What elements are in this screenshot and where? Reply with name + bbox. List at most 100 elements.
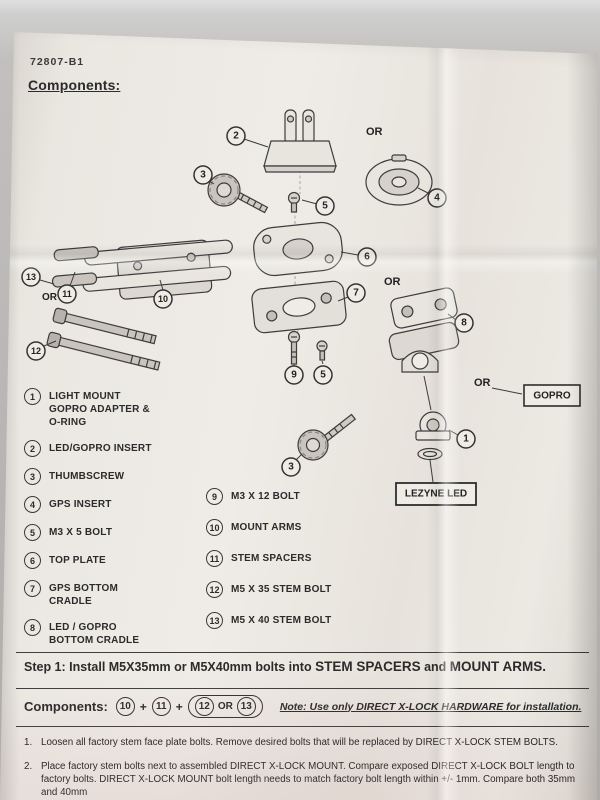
parts-list-left: 1 LIGHT MOUNT GOPRO ADAPTER & O-RING 2 L… bbox=[24, 388, 206, 647]
divider-line bbox=[16, 688, 589, 689]
part-item-4: 4 GPS INSERT bbox=[24, 496, 206, 513]
part-label: LED/GOPRO INSERT bbox=[49, 443, 152, 454]
formula-badge-10: 10 bbox=[115, 697, 135, 716]
svg-text:8: 8 bbox=[461, 318, 467, 329]
part-item-1: 1 LIGHT MOUNT GOPRO ADAPTER & O-RING bbox=[24, 388, 206, 429]
svg-text:9: 9 bbox=[291, 370, 297, 381]
divider-line bbox=[16, 726, 589, 727]
part-number-badge: 6 bbox=[24, 552, 41, 569]
stem-bolt-40-shape bbox=[52, 307, 157, 345]
step1-title: Step 1: Install M5X35mm or M5X40mm bolts… bbox=[24, 659, 589, 674]
callout-7: 7 bbox=[337, 283, 366, 303]
top-plate-shape bbox=[253, 221, 343, 277]
components-heading: Components: bbox=[28, 77, 121, 93]
svg-text:4: 4 bbox=[434, 193, 440, 204]
part-item-11: 11 STEM SPACERS bbox=[206, 550, 388, 567]
paper-sheet: 72807-B1 Components: 2 OR bbox=[0, 32, 597, 800]
part-number-badge: 3 bbox=[24, 468, 41, 485]
part-label: STEM SPACERS bbox=[231, 553, 312, 564]
part-item-7: 7 GPS BOTTOM CRADLE bbox=[24, 580, 206, 608]
part-number-badge: 1 bbox=[24, 388, 41, 405]
plus-sign: + bbox=[139, 699, 147, 714]
svg-text:12: 12 bbox=[31, 346, 41, 356]
part-item-2: 2 LED/GOPRO INSERT bbox=[24, 440, 206, 457]
thumbscrew2-shape bbox=[297, 413, 357, 461]
part-label: GPS INSERT bbox=[49, 499, 112, 510]
stem-spacers-shape bbox=[51, 246, 99, 288]
part-label: LED / GOPRO BOTTOM CRADLE bbox=[49, 622, 140, 646]
callout-5: 5 bbox=[301, 196, 335, 216]
part-item-8: 8 LED / GOPRO BOTTOM CRADLE bbox=[24, 619, 206, 647]
or-word: OR bbox=[217, 701, 233, 712]
formula-badge-12: 12 bbox=[194, 697, 214, 716]
components-label: Components: bbox=[24, 699, 108, 714]
svg-text:1: 1 bbox=[463, 434, 469, 445]
callout-3: 3 bbox=[193, 165, 215, 185]
instruction-text: Loosen all factory stem face plate bolts… bbox=[41, 737, 558, 748]
svg-text:3: 3 bbox=[200, 170, 206, 181]
callout-6: 6 bbox=[340, 247, 377, 267]
callout-5b: 5 bbox=[313, 360, 333, 385]
part-number-badge: 13 bbox=[206, 612, 223, 629]
svg-text:2: 2 bbox=[233, 131, 239, 142]
parts-list-right: 9 M3 X 12 BOLT 10 MOUNT ARMS 11 STEM SPA… bbox=[206, 488, 388, 629]
part-item-9: 9 M3 X 12 BOLT bbox=[206, 488, 388, 505]
svg-text:6: 6 bbox=[364, 252, 370, 263]
part-label: M5 X 35 STEM BOLT bbox=[231, 584, 332, 595]
instruction-text: Place factory stem bolts next to assembl… bbox=[41, 761, 576, 799]
instruction-number: 1. bbox=[24, 737, 33, 748]
part-number-badge: 12 bbox=[206, 581, 223, 598]
light-mount-adapter-shape bbox=[415, 411, 451, 461]
step1-and: and bbox=[424, 660, 447, 674]
instruction-1: 1. Loosen all factory stem face plate bo… bbox=[24, 736, 591, 749]
part-label: GPS BOTTOM CRADLE bbox=[49, 583, 119, 607]
part-number-badge: 5 bbox=[24, 524, 41, 541]
part-label: M3 X 12 BOLT bbox=[231, 491, 300, 502]
callout-4: 4 bbox=[417, 187, 447, 208]
or-label-left: OR bbox=[42, 292, 58, 303]
step1-caps-arms: MOUNT ARMS. bbox=[449, 659, 547, 674]
part-label: MOUNT ARMS bbox=[231, 522, 302, 533]
stem-bolt-35-shape bbox=[46, 331, 161, 371]
callout-3b: 3 bbox=[281, 453, 303, 477]
part-number-badge: 8 bbox=[24, 619, 41, 636]
m3x5-bolt2-shape bbox=[316, 340, 328, 361]
part-number-badge: 11 bbox=[206, 550, 223, 567]
svg-text:5: 5 bbox=[320, 370, 326, 381]
exploded-diagram: 2 OR 4 bbox=[21, 109, 581, 506]
svg-text:LEZYNE LED: LEZYNE LED bbox=[405, 489, 467, 500]
svg-text:13: 13 bbox=[26, 272, 36, 282]
hardware-note: Note: Use only DIRECT X-LOCK HARDWARE fo… bbox=[279, 700, 582, 713]
callout-10: 10 bbox=[153, 279, 173, 309]
or-label-middle: OR bbox=[384, 276, 401, 288]
part-number-badge: 9 bbox=[206, 488, 223, 505]
callout-2: 2 bbox=[226, 126, 269, 148]
connector-line bbox=[423, 375, 432, 411]
part-label: M3 X 5 BOLT bbox=[49, 527, 113, 538]
part-item-10: 10 MOUNT ARMS bbox=[206, 519, 388, 536]
leader-line-gopro bbox=[491, 387, 523, 395]
svg-text:10: 10 bbox=[158, 294, 168, 304]
document-number: 72807-B1 bbox=[30, 56, 85, 68]
or-label-right: OR bbox=[474, 377, 491, 389]
instruction-number: 2. bbox=[24, 761, 33, 772]
instruction-2: 2. Place factory stem bolts next to asse… bbox=[24, 760, 591, 800]
part-number-badge: 4 bbox=[24, 496, 41, 513]
part-label: LIGHT MOUNT GOPRO ADAPTER & O-RING bbox=[49, 391, 150, 428]
callout-11: 11 bbox=[57, 271, 77, 304]
part-item-6: 6 TOP PLATE bbox=[24, 552, 206, 569]
formula-badge-13: 13 bbox=[236, 697, 256, 716]
step1-caps-spacers: STEM SPACERS bbox=[315, 659, 421, 674]
gps-bottom-cradle-shape bbox=[251, 280, 347, 334]
part-item-12: 12 M5 X 35 STEM BOLT bbox=[206, 581, 388, 598]
part-label: THUMBSCREW bbox=[49, 471, 125, 482]
lezyne-led-label-box: LEZYNE LED bbox=[395, 482, 477, 506]
thumbscrew-shape bbox=[207, 173, 269, 214]
m3x12-bolt-shape bbox=[287, 330, 301, 365]
gps-insert-shape bbox=[365, 154, 433, 206]
or-label-top: OR bbox=[366, 126, 383, 138]
formula-badge-11: 11 bbox=[151, 697, 171, 716]
svg-text:GOPRO: GOPRO bbox=[533, 391, 570, 402]
part-label: M5 X 40 STEM BOLT bbox=[231, 615, 332, 626]
part-number-badge: 2 bbox=[24, 440, 41, 457]
